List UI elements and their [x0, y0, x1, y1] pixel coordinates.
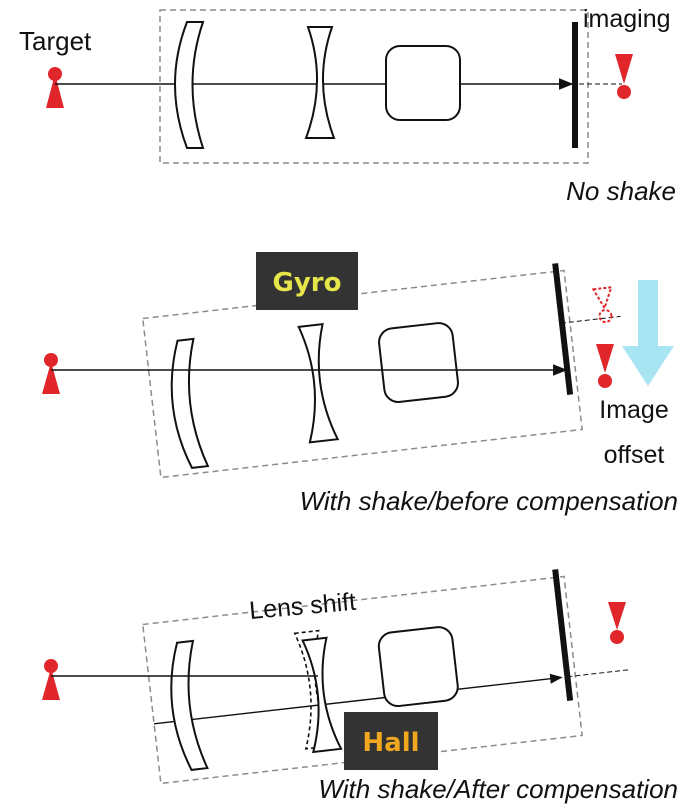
before-compensation-caption: With shake/before compensation	[300, 486, 678, 516]
image-sensor	[552, 569, 574, 701]
image-offset-arrow	[622, 280, 674, 386]
svg-text:Hall: Hall	[362, 728, 419, 758]
convex-lens	[174, 21, 205, 149]
hall-chip: Hall	[344, 712, 438, 770]
image-offset-label: Image	[599, 396, 668, 424]
image-marker	[615, 54, 633, 99]
target-marker	[42, 659, 60, 700]
image-marker	[596, 344, 614, 388]
gyro-chip: Gyro	[256, 252, 358, 310]
image-marker	[608, 602, 626, 644]
concave-lens	[297, 323, 340, 444]
lens-group	[378, 322, 459, 404]
lens-group	[385, 45, 461, 121]
panel-no-shake: Target imaging No shake	[19, 5, 676, 206]
tilted-lens-module	[141, 263, 621, 479]
convex-lens	[170, 337, 210, 469]
image-sensor	[552, 263, 574, 395]
target-label: Target	[19, 26, 92, 56]
convex-lens	[170, 639, 209, 771]
shifted-concave-lens	[301, 636, 343, 754]
lens-module-box	[159, 9, 589, 164]
svg-text:Gyro: Gyro	[273, 268, 342, 298]
image-offset-label: offset	[604, 441, 665, 469]
lens-module-box	[141, 269, 583, 479]
tilted-optical-axis	[154, 673, 563, 725]
panel-after-compensation: Hall Lens shift With shake/After compens…	[42, 569, 678, 804]
target-marker	[42, 353, 60, 394]
optical-axis-extension	[567, 669, 630, 678]
after-compensation-caption: With shake/After compensation	[318, 774, 678, 804]
lens-shift-label: Lens shift	[248, 588, 357, 625]
imaging-label: imaging	[583, 5, 671, 33]
no-shake-caption: No shake	[566, 176, 676, 206]
target-marker	[46, 67, 64, 108]
lens-group	[377, 626, 459, 708]
panel-before-compensation: Gyro Image offset With shake/before comp…	[42, 252, 678, 516]
concave-lens	[304, 26, 336, 139]
original-image-marker	[591, 286, 613, 324]
